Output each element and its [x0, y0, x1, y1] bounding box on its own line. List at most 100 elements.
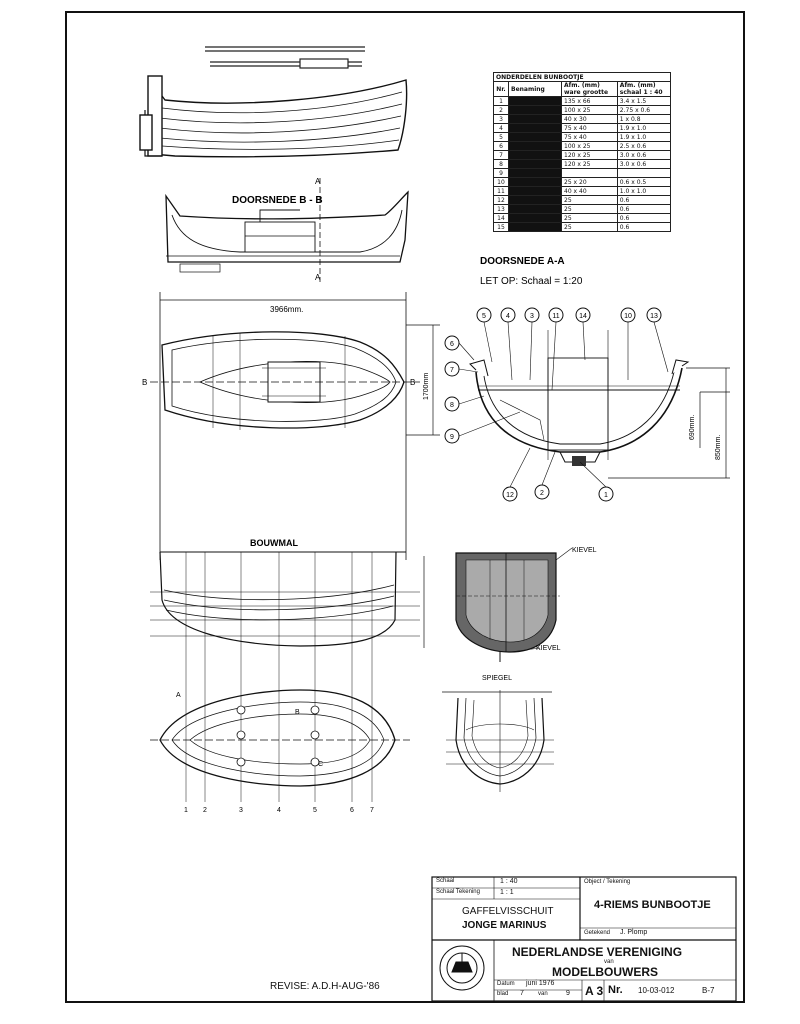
callout-top-6-text: 13: [650, 313, 658, 320]
row-afm2: 3.0 x 0.6: [616, 150, 672, 160]
row-afm1: 25 x 20: [561, 177, 618, 187]
callout-top-1-text: 4: [506, 313, 510, 320]
header-nr: Nr.: [493, 81, 509, 97]
callout-top-5-text: 10: [624, 313, 632, 320]
row-afm2: 1.9 x 1.0: [616, 132, 672, 142]
row-benaming: [508, 195, 562, 205]
height-dimension-1: 690mm.: [689, 415, 696, 440]
callout-bottom-1: 2: [534, 484, 550, 500]
station-number: 1: [184, 807, 188, 814]
row-nr: 1: [493, 96, 509, 106]
bouwmal-label: BOUWMAL: [250, 538, 298, 548]
callout-left-2-text: 8: [450, 402, 454, 409]
row-nr: 7: [493, 150, 509, 160]
row-nr: 4: [493, 123, 509, 133]
title-block-frame: [431, 876, 737, 1002]
parts-table-title: ONDERDELEN BUNBOOTJE: [493, 72, 671, 82]
row-afm1: 75 x 40: [561, 123, 618, 133]
body-plan-view: [442, 690, 554, 792]
scale-value: 1 : 40: [500, 878, 518, 885]
row-afm2: 1.0 x 1.0: [616, 186, 672, 196]
format-value: A 3: [585, 984, 604, 998]
row-afm2: 1 x 0.8: [616, 114, 672, 124]
callout-leader: [458, 411, 521, 437]
callout-leader: [507, 321, 513, 381]
row-afm1: 25: [561, 195, 618, 205]
station-number: 6: [350, 807, 354, 814]
callout-leader: [458, 342, 475, 361]
row-benaming: [508, 177, 562, 187]
length-dimension-text: 3966mm.: [270, 305, 303, 314]
sheet-value: 7: [520, 990, 524, 997]
callout-left-0: 6: [444, 335, 460, 351]
row-afm1: 100 x 25: [561, 141, 618, 151]
station-lines: [185, 552, 373, 802]
sheet-total: 9: [566, 990, 570, 997]
row-afm2: 2.75 x 0.6: [616, 105, 672, 115]
nr-value: 10-03-012: [638, 986, 675, 995]
date-value: juni 1976: [526, 980, 555, 987]
callout-top-0: 5: [476, 307, 492, 323]
plan-letter-c: C: [318, 761, 323, 768]
callout-bottom-0-text: 12: [506, 492, 514, 499]
callout-bottom-2: 1: [598, 486, 614, 502]
callout-leader: [541, 451, 556, 486]
row-afm1: 25: [561, 222, 618, 232]
subject-line-1: GAFFELVISSCHUIT: [462, 906, 554, 917]
callout-leader: [582, 321, 586, 361]
row-afm1: 120 x 25: [561, 150, 618, 160]
row-nr: 10: [493, 177, 509, 187]
station-number: 5: [313, 807, 317, 814]
height-dimension-2: 850mm.: [715, 435, 722, 460]
row-benaming: [508, 168, 562, 178]
parts-table-row: 9: [493, 168, 672, 178]
row-afm1: 25: [561, 213, 618, 223]
scale-label: Schaal: [436, 878, 455, 884]
callout-top-2: 3: [524, 307, 540, 323]
row-afm2: [616, 168, 672, 178]
plan-b-letter-right: B: [410, 378, 415, 387]
row-afm1: 75 x 40: [561, 132, 618, 142]
drawn-value: J. Plomp: [620, 929, 648, 936]
row-nr: 3: [493, 114, 509, 124]
callout-bottom-0: 12: [502, 486, 518, 502]
length-dimension: [159, 292, 407, 560]
kiel-label-1: KIEVEL: [572, 547, 597, 554]
callout-bottom-2-text: 1: [604, 492, 608, 499]
station-number: 2: [203, 807, 207, 814]
callout-top-5: 10: [620, 307, 636, 323]
row-nr: 5: [493, 132, 509, 142]
frame-section-view: [455, 547, 573, 662]
callout-leader: [458, 395, 485, 405]
callout-leader: [653, 321, 669, 373]
nr-suffix: B-7: [702, 986, 715, 995]
header-afm1: Afm. (mm) ware grootte: [561, 81, 618, 97]
callout-top-3-text: 11: [552, 313, 559, 320]
plan-view-hull: [150, 324, 440, 436]
row-nr: 15: [493, 222, 509, 232]
callout-top-0-text: 5: [482, 313, 486, 320]
callout-top-6: 13: [646, 307, 662, 323]
section-aa-label: DOORSNEDE A-A: [480, 256, 565, 267]
section-bb-label: DOORSNEDE B - B: [232, 195, 323, 206]
width-dimension-text: 1700mm: [423, 373, 430, 400]
oars: [205, 46, 365, 69]
row-benaming: [508, 150, 562, 160]
row-afm2: 1.9 x 1.0: [616, 123, 672, 133]
scale2-label: Schaal Tekening: [436, 889, 480, 895]
callout-top-2-text: 3: [530, 313, 534, 320]
row-benaming: [508, 141, 562, 151]
row-afm2: 0.6: [616, 195, 672, 205]
row-nr: 12: [493, 195, 509, 205]
org-line-2: van: [604, 959, 614, 965]
callout-leader: [509, 447, 531, 488]
sheet-of: van: [538, 991, 548, 997]
